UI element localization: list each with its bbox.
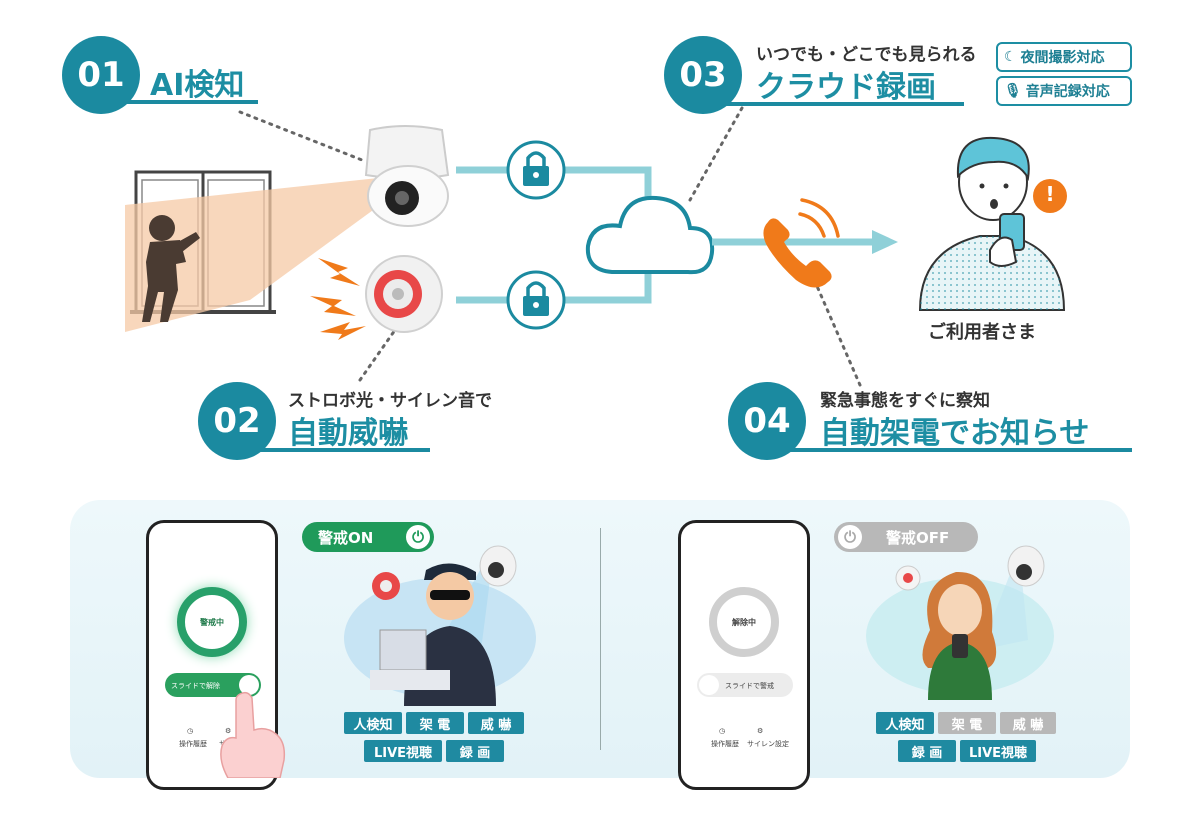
moon-icon: ☾: [1004, 49, 1017, 65]
feature-on-call: 架 電: [406, 712, 464, 734]
leader-line-03: [688, 106, 744, 202]
step-02-underline: [254, 448, 430, 452]
step-03-underline: [720, 102, 964, 106]
step-04-badge: 04: [728, 382, 806, 460]
camera-view-cone: [125, 178, 380, 332]
leader-line-04: [808, 268, 862, 387]
panel-divider: [600, 528, 601, 750]
off-scene-illustration: [866, 545, 1054, 700]
lock-icon-bottom: [506, 270, 566, 330]
feature-on-deter: 威 嚇: [468, 712, 524, 734]
night-vision-tag: ☾ 夜間撮影対応: [996, 42, 1132, 72]
lightning-bolts: [310, 258, 366, 340]
step-03-badge: 03: [664, 36, 742, 114]
step-03-title: クラウド録画: [756, 70, 936, 105]
siren-device: [365, 255, 443, 333]
status-ring-off: [709, 587, 779, 657]
indoor-camera: [364, 125, 450, 227]
slider-knob-on[interactable]: [239, 675, 259, 695]
status-ring-on: [177, 587, 247, 657]
on-scene-illustration: [344, 545, 536, 706]
feature-off-call: 架 電: [938, 712, 996, 734]
feature-on-live: LIVE視聴: [364, 740, 442, 762]
feature-off-person-detect: 人検知: [876, 712, 934, 734]
cloud-icon: [585, 195, 715, 275]
power-icon-on[interactable]: ⏻: [406, 525, 430, 549]
power-icon-off[interactable]: ⏻: [838, 525, 862, 549]
phone-call-icon: [763, 198, 840, 288]
feature-off-live: LIVE視聴: [960, 740, 1036, 762]
feature-off-deter: 威 嚇: [1000, 712, 1056, 734]
step-02-subtitle: ストロボ光・サイレン音で: [288, 391, 492, 411]
history-icon-off[interactable]: ◷: [719, 727, 726, 735]
system-diagram: [125, 106, 1067, 387]
siren-label-off: サイレン設定: [747, 740, 789, 748]
history-label-off: 操作履歴: [711, 740, 739, 748]
phone-off: 解除中 スライドで警戒 ◷ 操作履歴 ⚙ サイレン設定: [678, 520, 810, 790]
alert-mark: !: [1045, 182, 1055, 206]
lock-icon-top: [506, 140, 566, 200]
user-illustration: [918, 136, 1066, 311]
status-text-off: 解除中: [732, 618, 756, 627]
user-label: ご利用者さま: [928, 322, 1036, 343]
intruder-silhouette: [142, 215, 200, 322]
history-icon-on[interactable]: ◷: [187, 727, 194, 735]
step-03-subtitle: いつでも・どこでも見られる: [756, 45, 977, 65]
arrow-head: [872, 230, 898, 254]
siren-icon-off[interactable]: ⚙: [757, 727, 764, 735]
mode-off-pill[interactable]: ⏻ 警戒OFF: [834, 522, 978, 552]
siren-icon-on[interactable]: ⚙: [225, 727, 232, 735]
history-label-on: 操作履歴: [179, 740, 207, 748]
step-02-badge: 02: [198, 382, 276, 460]
microphone-icon: 🎙: [1004, 83, 1022, 99]
step-01-badge: 01: [62, 36, 140, 114]
mode-on-pill[interactable]: 警戒ON ⏻: [302, 522, 434, 552]
status-text-on: 警戒中: [200, 618, 224, 627]
leader-line-01: [238, 110, 364, 162]
step-04-underline: [786, 448, 1132, 452]
step-04-title: 自動架電でお知らせ: [820, 416, 1090, 451]
feature-off-record: 録 画: [898, 740, 956, 762]
leader-line-02: [358, 328, 397, 382]
slider-knob-off[interactable]: [699, 675, 719, 695]
step-01-underline: [120, 100, 258, 104]
slider-label-on: スライドで解除: [171, 682, 220, 690]
step-01-title: AI検知: [150, 68, 245, 103]
feature-on-record: 録 画: [446, 740, 504, 762]
audio-record-tag: 🎙 音声記録対応: [996, 76, 1132, 106]
step-02-title: 自動威嚇: [288, 416, 408, 451]
slider-label-off: スライドで警戒: [725, 682, 774, 690]
step-04-subtitle: 緊急事態をすぐに察知: [820, 391, 990, 411]
pointing-hand: [220, 691, 286, 778]
feature-on-person-detect: 人検知: [344, 712, 402, 734]
alert-circle: [1033, 179, 1067, 213]
